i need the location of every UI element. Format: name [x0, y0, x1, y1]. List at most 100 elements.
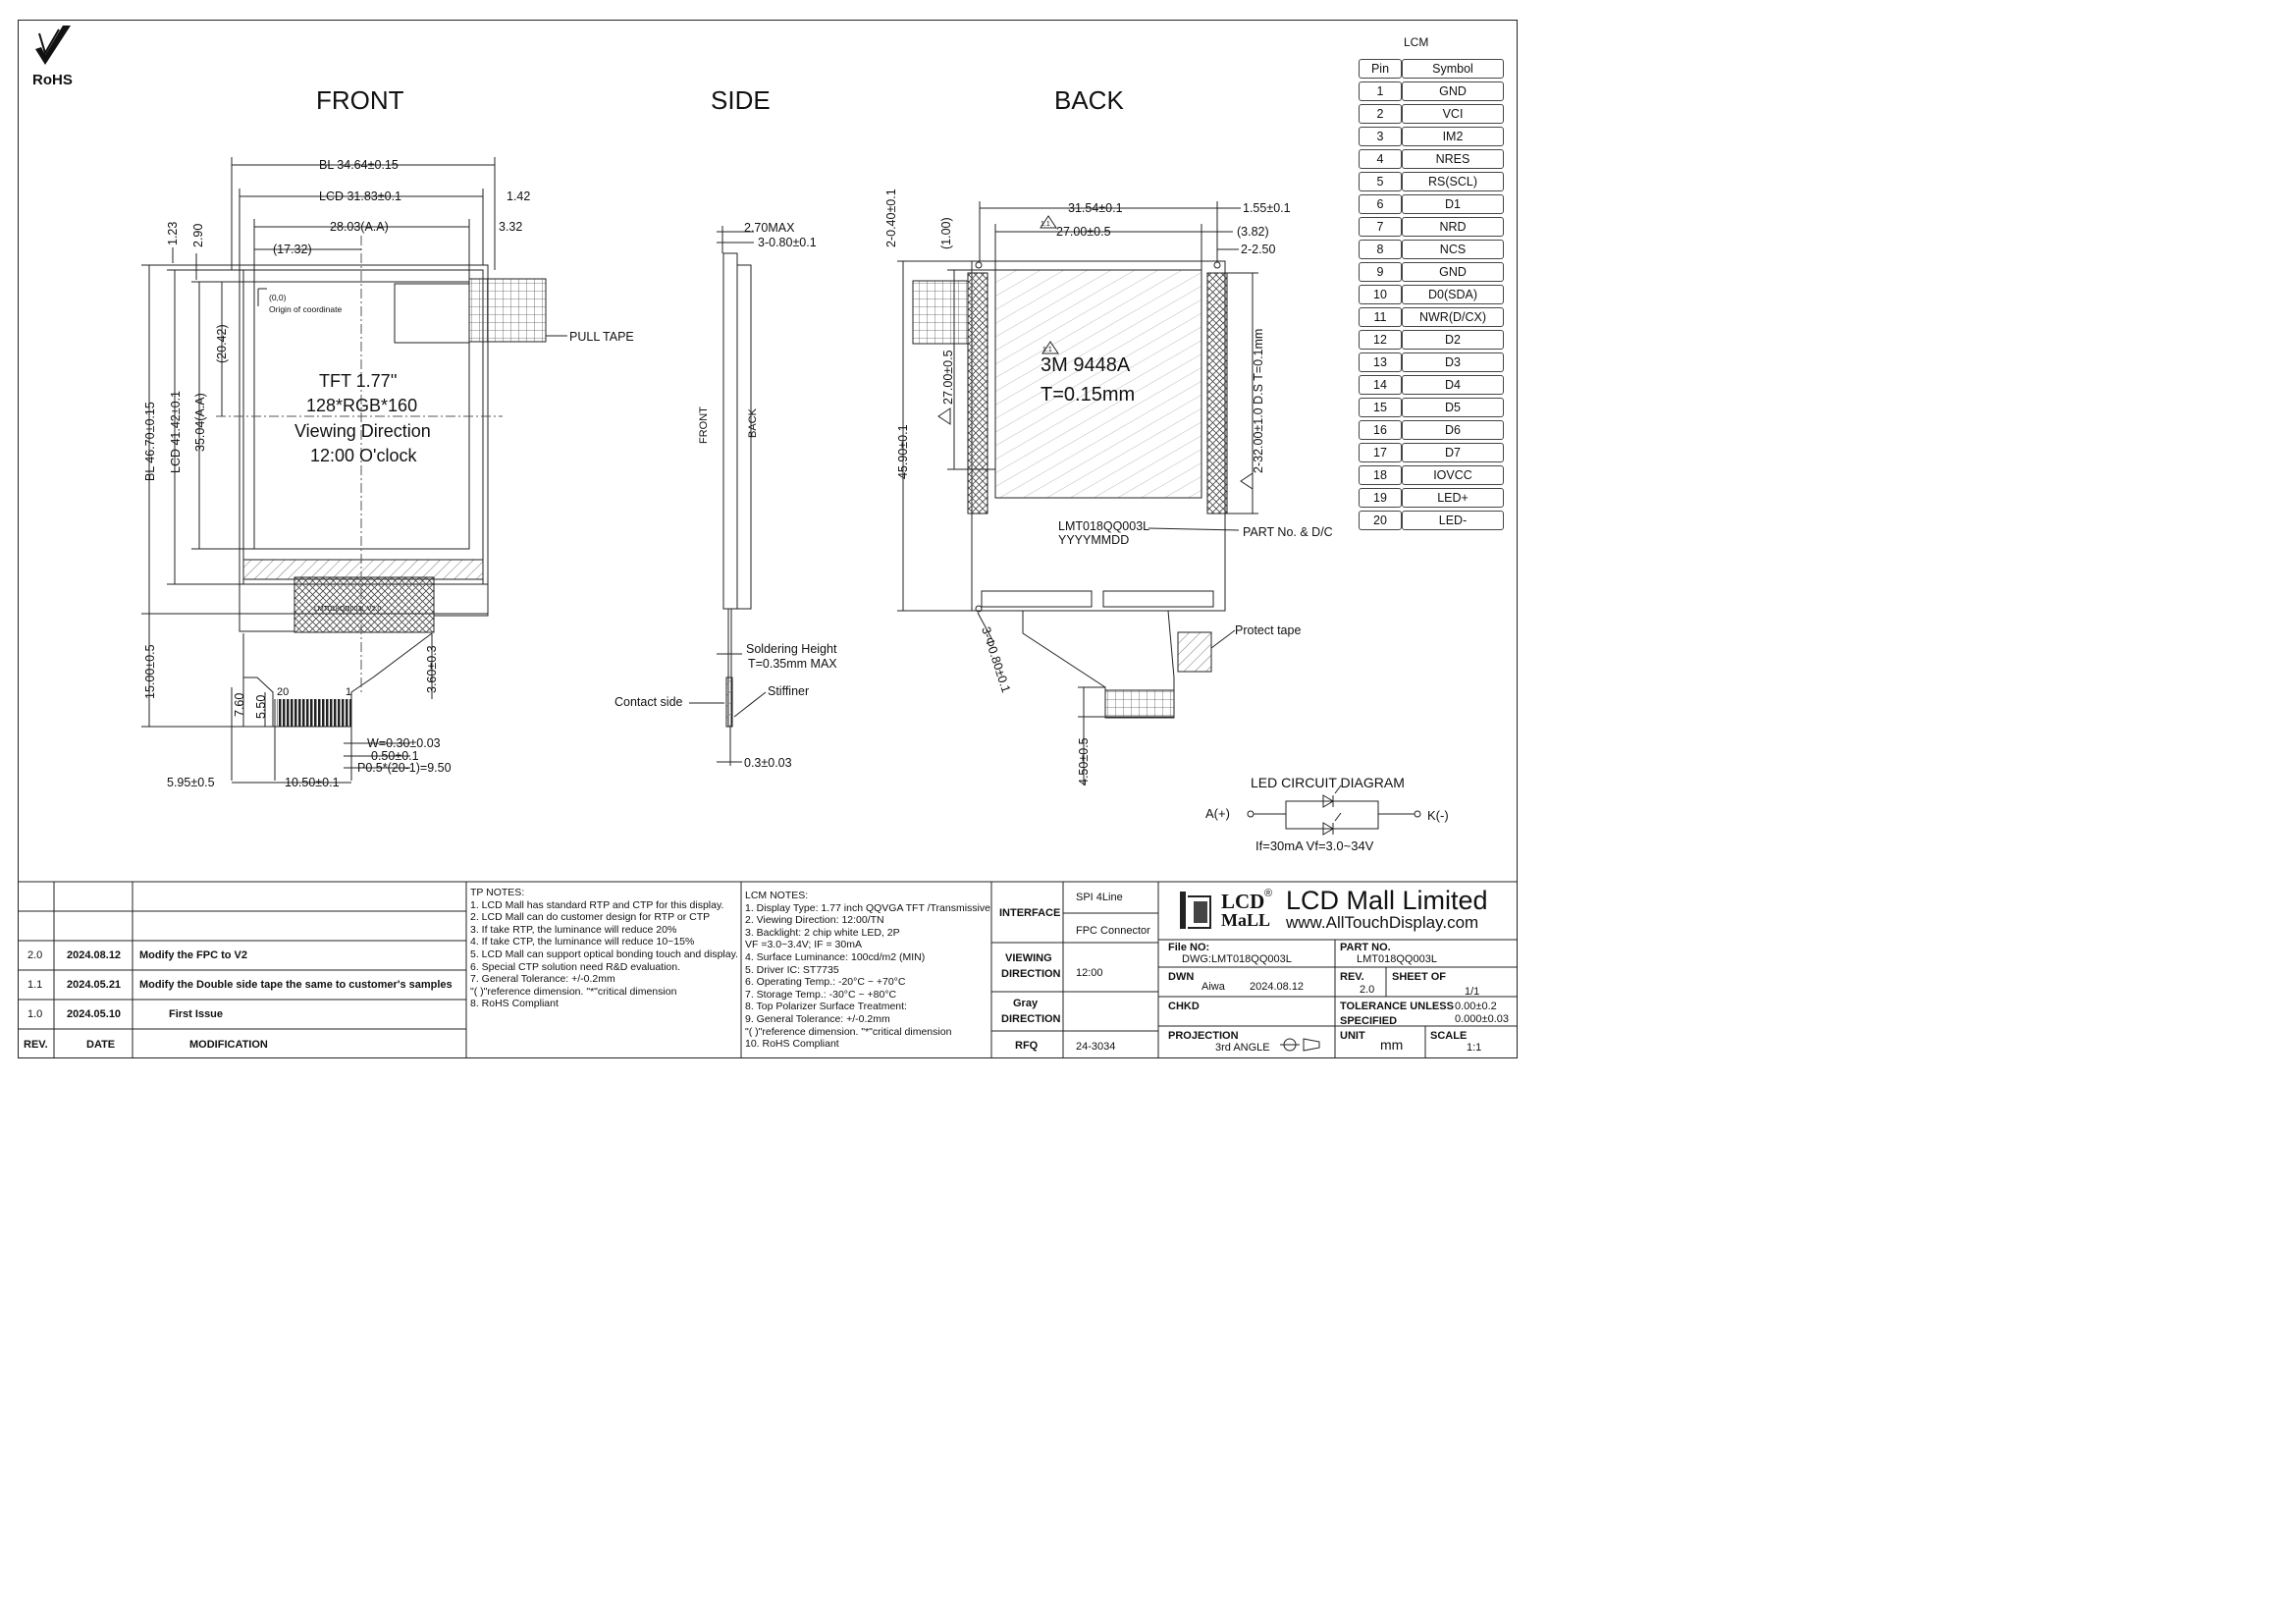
- dim-aa-width: 28.03(A.A): [330, 220, 389, 234]
- viewing-value: 12:00: [1076, 967, 1103, 979]
- pin-symbol: VCI: [1402, 104, 1504, 124]
- dim-3-82: (3.82): [1237, 225, 1269, 239]
- protect-tape: [1177, 631, 1212, 673]
- panel-view-label: Viewing Direction: [294, 421, 431, 441]
- dim-aa-height: 35.04(A.A): [193, 393, 207, 452]
- part-no-value: LMT018QQ003L: [1357, 953, 1437, 965]
- back-slot-right: [1102, 590, 1214, 608]
- contact-side-label: Contact side: [614, 695, 683, 709]
- pull-tape-label: PULL TAPE: [569, 330, 634, 344]
- pin-symbol: GND: [1402, 262, 1504, 282]
- dim-31-54: 31.54±0.1: [1068, 201, 1123, 215]
- dim-p-total: P0.5*(20-1)=9.50: [357, 761, 452, 775]
- dim-lcd-width: LCD 31.83±0.1: [319, 189, 401, 203]
- lcm-note-line: 7. Storage Temp.: -30°C ~ +80°C: [745, 988, 897, 1001]
- pin-number: 4: [1359, 149, 1402, 169]
- pin-symbol: NRES: [1402, 149, 1504, 169]
- fpc-right-step: [433, 583, 489, 617]
- pin-symbol: IM2: [1402, 127, 1504, 146]
- dim-15-00: 15.00±0.5: [143, 644, 157, 699]
- led-spec: If=30mA Vf=3.0~34V: [1255, 839, 1374, 853]
- unit-label: UNIT: [1340, 1030, 1365, 1042]
- dim-bl-width: BL 34.64±0.15: [319, 158, 399, 172]
- lcm-notes: LCM NOTES:1. Display Type: 1.77 inch QQV…: [745, 890, 990, 1051]
- sheet-label: SHEET OF: [1392, 971, 1447, 983]
- dim-ds-tape: 2-32.00±1.0 D.S T=0.1mm: [1252, 329, 1265, 473]
- dwn-date: 2024.08.12: [1250, 981, 1305, 993]
- company-logo: LCD ® MaLL: [1178, 888, 1274, 933]
- interface-label: INTERFACE: [999, 907, 1061, 919]
- dim-1-00: (1.00): [939, 217, 953, 249]
- glass-ledge: [242, 559, 484, 580]
- pin-symbol: D3: [1402, 352, 1504, 372]
- pin-number: 10: [1359, 285, 1402, 304]
- pin-symbol: LED-: [1402, 511, 1504, 530]
- company-website: www.AllTouchDisplay.com: [1286, 913, 1479, 932]
- tp-note-line: 7. General Tolerance: +/-0.2mm: [470, 973, 615, 986]
- led-circuit: [1247, 785, 1421, 836]
- pin-number: 18: [1359, 465, 1402, 485]
- interface-value-1: SPI 4Line: [1076, 892, 1123, 903]
- tape-name: 3M 9448A: [1041, 354, 1131, 376]
- pin-number: 3: [1359, 127, 1402, 146]
- dim-lcd-height: LCD 41.42±0.1: [169, 391, 183, 473]
- dim-7-60: 7.60: [233, 693, 246, 717]
- lcm-note-line: 2. Viewing Direction: 12:00/TN: [745, 914, 884, 927]
- chkd-label: CHKD: [1168, 1001, 1200, 1012]
- pin-number: 16: [1359, 420, 1402, 440]
- dim-3-phi-0-80: 3-Φ0.80±0.1: [979, 625, 1013, 695]
- tp-note-line: 4. If take CTP, the luminance will reduc…: [470, 936, 695, 948]
- pin-table-title: LCM: [1404, 35, 1429, 49]
- rev-row-1-date: 2024.08.12: [67, 949, 122, 961]
- pin-number: 15: [1359, 398, 1402, 417]
- lcm-note-line: 8. Top Polarizer Surface Treatment:: [745, 1001, 907, 1013]
- stiffiner-label: Stiffiner: [768, 684, 809, 698]
- side-front-label: FRONT: [698, 406, 710, 444]
- dim-pitch: 0.50±0.1: [371, 749, 419, 763]
- panel-type: TFT 1.77'': [319, 371, 398, 391]
- side-view-title: SIDE: [711, 85, 771, 115]
- tp-note-line: TP NOTES:: [470, 887, 525, 898]
- dim-w: W=0.30±0.03: [367, 736, 441, 750]
- lcm-note-line: 4. Surface Luminance: 100cd/m2 (MIN): [745, 950, 926, 963]
- sheet-value: 1/1: [1465, 986, 1480, 998]
- pull-tape-grid: [468, 278, 547, 343]
- dim-2-90: 2.90: [191, 224, 205, 247]
- pin-number: 13: [1359, 352, 1402, 372]
- solder-height-label: Soldering Height: [746, 642, 837, 656]
- date-code-text: YYYYMMDD: [1058, 533, 1129, 547]
- dim-17-32: (17.32): [273, 243, 312, 256]
- pin-number: 19: [1359, 488, 1402, 508]
- dim-1-42: 1.42: [507, 189, 530, 203]
- rev-row-3-mod: First Issue: [169, 1008, 224, 1020]
- back-fpc-contacts: [1104, 689, 1175, 719]
- pin-number: 14: [1359, 375, 1402, 395]
- scale-label: SCALE: [1430, 1030, 1468, 1042]
- rev-header-date: DATE: [86, 1039, 116, 1051]
- rohs-logo: RoHS: [32, 26, 73, 88]
- led-title: LED CIRCUIT DIAGRAM: [1251, 775, 1405, 790]
- tri-label-2: 1.1: [1042, 347, 1052, 353]
- dim-20-42: (20.42): [215, 324, 229, 363]
- dim-1-55: 1.55±0.1: [1243, 201, 1291, 215]
- dim-2-2-50: 2-2.50: [1241, 243, 1275, 256]
- tp-note-line: 8. RoHS Compliant: [470, 998, 559, 1010]
- side-view: [689, 226, 767, 766]
- pull-tape-tab: [394, 283, 470, 344]
- rev-row-3-date: 2024.05.10: [67, 1008, 122, 1020]
- lcm-note-line: LCM NOTES:: [745, 890, 809, 901]
- pin-symbol: RS(SCL): [1402, 172, 1504, 191]
- lcm-note-line: "( )"reference dimension. "*"critical di…: [745, 1025, 952, 1038]
